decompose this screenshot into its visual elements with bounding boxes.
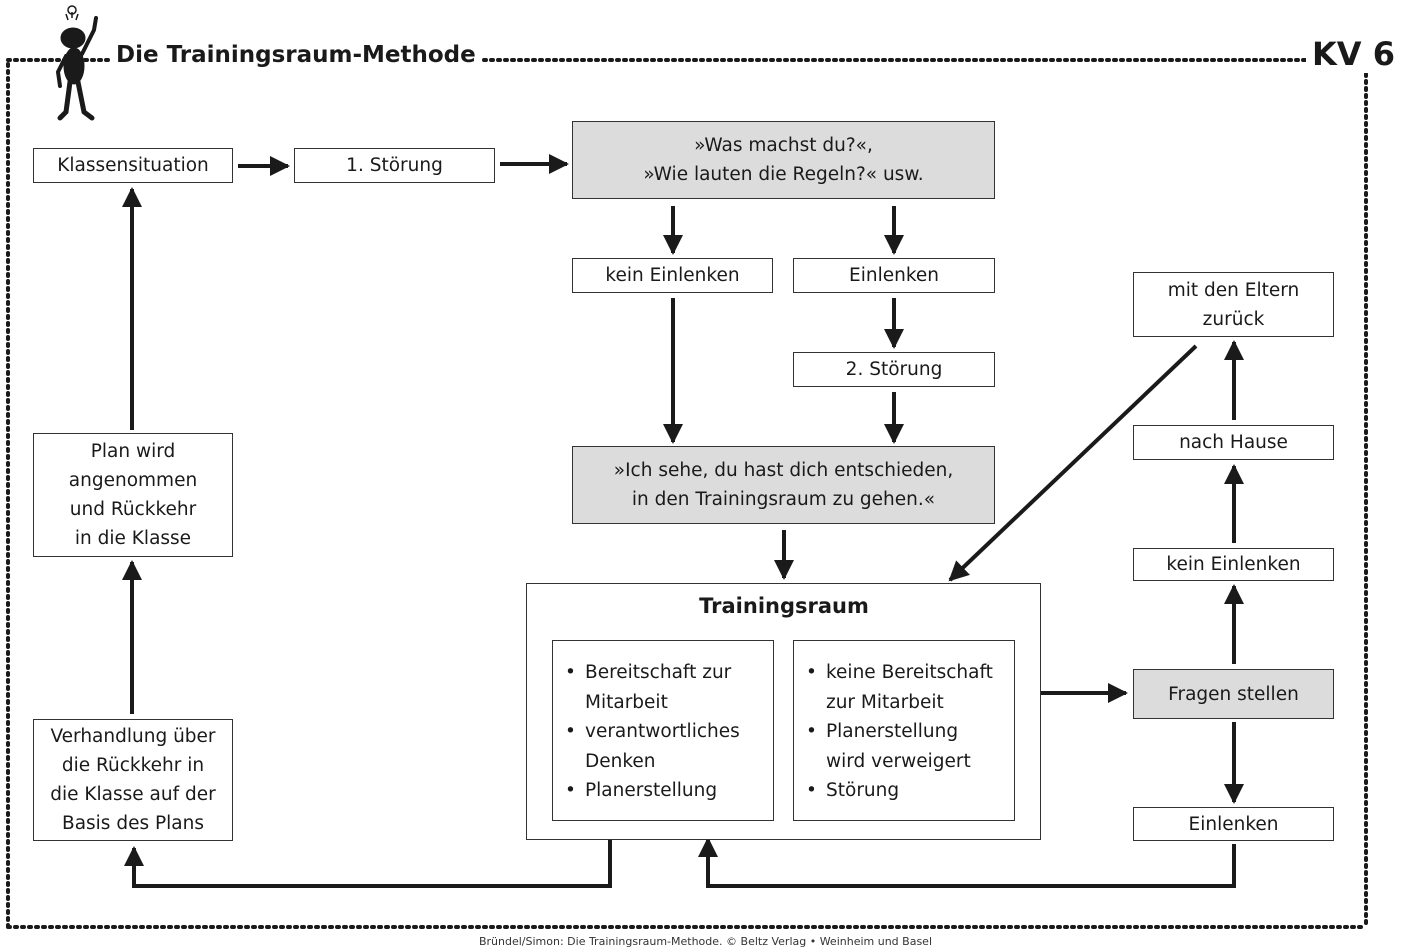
list-item: verantwortliches Denken xyxy=(563,717,765,776)
list-item: Bereitschaft zur Mitarbeit xyxy=(563,658,765,717)
list-item: Planerstellung xyxy=(563,776,765,806)
dotted-frame xyxy=(6,58,1368,929)
box-was-machst-du: »Was machst du?«, »Wie lauten die Regeln… xyxy=(572,121,995,199)
box-entschieden: »Ich sehe, du hast dich entschieden, in … xyxy=(572,446,995,524)
copyright-footer: Bründel/Simon: Die Trainingsraum-Methode… xyxy=(478,935,932,948)
box-nach-hause: nach Hause xyxy=(1133,425,1334,460)
box-mit-den-eltern: mit den Eltern zurück xyxy=(1133,272,1334,337)
worksheet-badge: KV 6 xyxy=(1306,35,1401,73)
mascot-figure-icon xyxy=(55,5,98,121)
box-stoerung-2: 2. Störung xyxy=(793,352,995,387)
box-plan-angenommen: Plan wird angenommen und Rückkehr in die… xyxy=(33,433,233,557)
box-einlenken: Einlenken xyxy=(793,258,995,293)
box-klassensituation: Klassensituation xyxy=(33,148,233,183)
box-kein-einlenken: kein Einlenken xyxy=(572,258,773,293)
box-verhandlung: Verhandlung über die Rückkehr in die Kla… xyxy=(33,719,233,841)
box-fragen-stellen: Fragen stellen xyxy=(1133,669,1334,719)
arrow-bereitschaft-to-verhandlung xyxy=(124,836,612,888)
list-item: keine Bereitschaft zur Mitarbeit xyxy=(804,658,1006,717)
trainingsraum-right-panel: keine Bereitschaft zur Mitarbeit Planers… xyxy=(793,640,1015,821)
list-item: Planerstellung wird verweigert xyxy=(804,717,1006,776)
box-stoerung-1: 1. Störung xyxy=(294,148,495,183)
list-item: Störung xyxy=(804,776,1006,806)
box-einlenken-right: Einlenken xyxy=(1133,807,1334,841)
page-title: Die Trainingsraum-Methode xyxy=(110,42,482,68)
trainingsraum-title: Trainingsraum xyxy=(699,594,869,618)
trainingsraum-left-panel: Bereitschaft zur Mitarbeit verantwortlic… xyxy=(552,640,774,821)
arrow-eltern-to-trainingsraum xyxy=(948,344,1198,582)
arrow-einlenken-to-trainingsraum xyxy=(698,837,1236,888)
box-kein-einlenken-right: kein Einlenken xyxy=(1133,548,1334,581)
